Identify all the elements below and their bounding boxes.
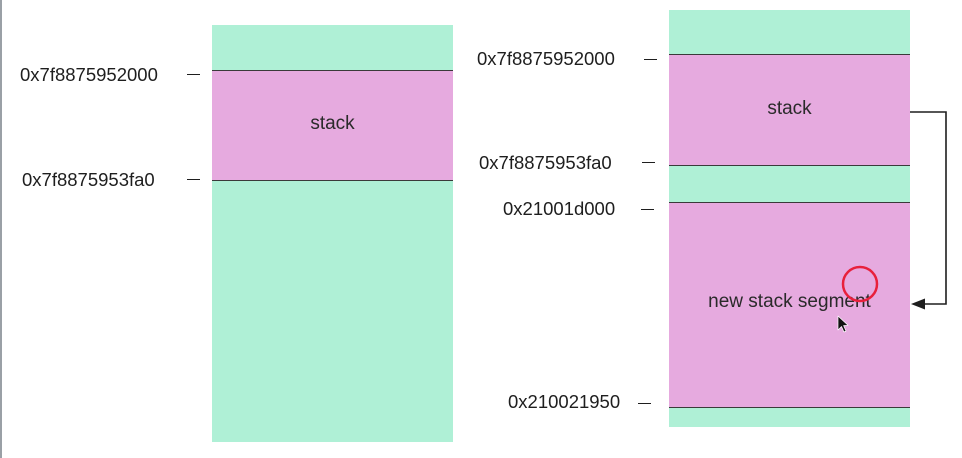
right-address-stack-bottom-tick bbox=[642, 162, 655, 163]
right-stack-segment: stack bbox=[669, 54, 910, 165]
new-stack-segment: new stack segment bbox=[669, 202, 910, 407]
right-stack-bottom-boundary bbox=[669, 165, 910, 166]
right-address-segment-top: 0x21001d000 bbox=[503, 197, 616, 219]
new-segment-top-boundary bbox=[669, 202, 910, 203]
new-segment-bottom-boundary bbox=[669, 407, 910, 408]
left-address-top: 0x7f8875952000 bbox=[20, 63, 158, 85]
left-stack-bottom-boundary bbox=[212, 180, 453, 181]
right-address-segment-bottom: 0x210021950 bbox=[508, 390, 621, 412]
right-address-segment-top-tick bbox=[641, 209, 654, 210]
left-memory-column: stack bbox=[212, 25, 453, 442]
new-stack-segment-label: new stack segment bbox=[708, 290, 871, 312]
right-address-stack-top-tick bbox=[644, 59, 657, 60]
arrow-icon bbox=[910, 111, 947, 310]
right-stack-label: stack bbox=[767, 97, 812, 119]
window-edge bbox=[0, 0, 2, 458]
left-address-bottom: 0x7f8875953fa0 bbox=[22, 168, 155, 190]
right-address-stack-bottom: 0x7f8875953fa0 bbox=[479, 151, 612, 173]
left-stack-top-boundary bbox=[212, 70, 453, 71]
left-stack-label: stack bbox=[310, 113, 355, 134]
left-address-top-tick bbox=[187, 74, 200, 75]
right-stack-top-boundary bbox=[669, 54, 910, 55]
right-memory-column: stack new stack segment bbox=[669, 10, 910, 427]
right-address-segment-bottom-tick bbox=[638, 403, 651, 404]
right-address-stack-top: 0x7f8875952000 bbox=[477, 47, 615, 69]
left-address-bottom-tick bbox=[187, 179, 200, 180]
left-stack-segment: stack bbox=[212, 70, 453, 180]
